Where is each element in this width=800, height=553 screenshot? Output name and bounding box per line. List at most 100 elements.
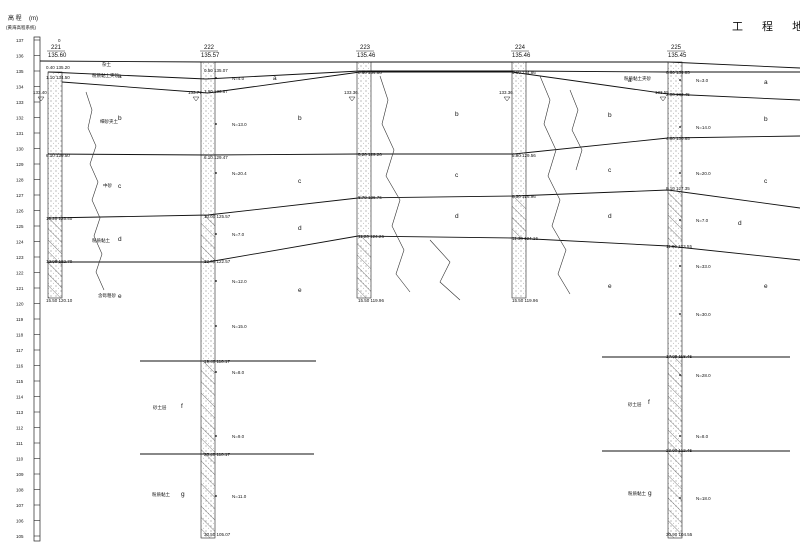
- boundary-a-b: [61, 71, 800, 101]
- spt-value: N=18.0: [696, 496, 711, 501]
- layer-code-label: a: [273, 75, 277, 82]
- boundary-fill: [47, 70, 800, 80]
- water-level-icon: [659, 96, 667, 102]
- elevation-tick-label: 105: [16, 534, 24, 539]
- depth-elevation-label: 0.60 134.85: [666, 70, 690, 75]
- elevation-tick-label: 115: [16, 379, 24, 384]
- borehole-id: 221: [51, 45, 62, 51]
- borehole-id: 225: [671, 45, 682, 51]
- water-level-icon: [37, 96, 45, 102]
- water-level-label: 133.36: [499, 90, 513, 95]
- layer-code-label: g: [181, 491, 185, 498]
- borehole-225-hatch-d: [668, 190, 682, 246]
- layer-code-label: c: [298, 178, 302, 185]
- depth-elevation-label: 11.30 124.16: [512, 236, 538, 241]
- spt-value: N=3.0: [696, 78, 709, 83]
- spt-marker: [215, 280, 217, 282]
- water-level-label: 133.40: [33, 90, 47, 95]
- depth-elevation-label: 30.50 105.07: [204, 532, 231, 537]
- layer-code-label: a: [764, 79, 768, 86]
- borehole-id: 222: [204, 45, 215, 51]
- spt-value: N=11.0: [232, 494, 247, 499]
- layer-name-label: 砂土层: [153, 404, 167, 411]
- elevation-tick-label: 133: [16, 100, 24, 105]
- layer-code-label: d: [455, 213, 459, 220]
- layer-code-label: d: [738, 220, 742, 227]
- spt-values: N=4.0N=13.0N=20.4N=7.0N=12.0N=15.0N=8.0N…: [215, 76, 711, 501]
- elevation-tick-label: 137: [16, 38, 24, 43]
- log-curve-224: [539, 75, 571, 295]
- spt-value: N=33.0: [696, 264, 711, 269]
- depth-elevation-label: 23.00 112.45: [666, 448, 692, 453]
- elevation-tick-label: 108: [16, 488, 24, 493]
- depth-elevation-label: 11.90 123.55: [666, 244, 692, 249]
- borehole-225-hatch: [668, 357, 682, 538]
- water-level-icon: [348, 96, 356, 102]
- spt-marker: [679, 497, 681, 499]
- log-curve-224b: [569, 89, 583, 171]
- depth-elevation-label: 6.10 129.50: [46, 153, 70, 158]
- layer-code-label: e: [118, 293, 122, 300]
- elevation-tick-label: 122: [16, 271, 24, 276]
- depth-elevation-label: 5.90 129.56: [512, 153, 536, 158]
- depth-elevation-label: 10.00 125.57: [204, 214, 231, 219]
- elevation-tick-label: 113: [16, 410, 24, 415]
- layer-boundaries: [39, 60, 800, 455]
- spt-marker: [215, 77, 217, 79]
- depth-elevation-label: 6.20 129.26: [358, 152, 382, 157]
- spt-value: N=20.0: [696, 171, 711, 176]
- log-curve-223: [379, 75, 411, 293]
- layer-code-label: d: [608, 213, 612, 220]
- depth-elevation-label: 15.50 120.10: [46, 298, 73, 303]
- layer-code-label: g: [648, 490, 652, 497]
- elevation-tick-label: 117: [16, 348, 24, 353]
- borehole-223-hatch: [357, 236, 371, 298]
- elevation-tick-label: 120: [16, 302, 24, 307]
- spt-value: N=12.0: [232, 279, 247, 284]
- borehole-columns: [47, 61, 683, 539]
- spt-marker: [215, 435, 217, 437]
- spt-value: N=28.0: [696, 373, 711, 378]
- spt-value: N=8.0: [696, 434, 709, 439]
- water-level-icon: [503, 96, 511, 102]
- spt-marker: [215, 172, 217, 174]
- axis-name: 高 程: [8, 14, 22, 22]
- layer-code-label: c: [455, 172, 459, 179]
- elevation-tick-label: 131: [16, 131, 24, 136]
- elevation-ticks: 1371361351341331321311301291281271261251…: [16, 38, 40, 539]
- layer-name-label: 中砂: [103, 182, 112, 189]
- spt-marker: [215, 233, 217, 235]
- spt-value: N=7.0: [696, 218, 709, 223]
- borehole-222-hatch-d: [201, 215, 215, 262]
- layer-name-label: 粉质黏土夹砂: [92, 72, 119, 79]
- elevation-tick-label: 125: [16, 224, 24, 229]
- borehole-elevation: 135.46: [357, 53, 376, 59]
- spt-marker: [679, 219, 681, 221]
- depth-elevation-label: 17.00 118.45: [666, 354, 692, 359]
- elevation-tick-label: 118: [16, 333, 24, 338]
- elevation-tick-label: 121: [16, 286, 24, 291]
- spt-marker: [679, 172, 681, 174]
- depth-elevation-label: 10.20 125.40: [46, 216, 73, 221]
- water-level-label: 133.77: [188, 90, 202, 95]
- elevation-tick-label: 129: [16, 162, 24, 167]
- layer-code-label: d: [118, 236, 122, 243]
- drawing-title: 工 程 地: [732, 20, 800, 33]
- borehole-224-hatch: [512, 196, 526, 238]
- layer-code-label: f: [181, 403, 183, 410]
- spt-marker: [215, 123, 217, 125]
- log-curve-221: [85, 91, 105, 291]
- boundary-c-d: [47, 189, 800, 219]
- layer-code-label: c: [608, 167, 612, 174]
- elevation-tick-label: 114: [16, 395, 24, 400]
- water-level-label: 133.55: [655, 90, 669, 95]
- elevation-tick-label: 134: [16, 85, 24, 90]
- log-curves: [85, 75, 583, 301]
- axis-note: (黄海高程系统): [6, 24, 36, 31]
- elevation-tick-label: 130: [16, 147, 24, 152]
- depth-elevation-label: 8.70 126.76: [358, 195, 382, 200]
- borehole-elevation: 135.46: [512, 53, 531, 59]
